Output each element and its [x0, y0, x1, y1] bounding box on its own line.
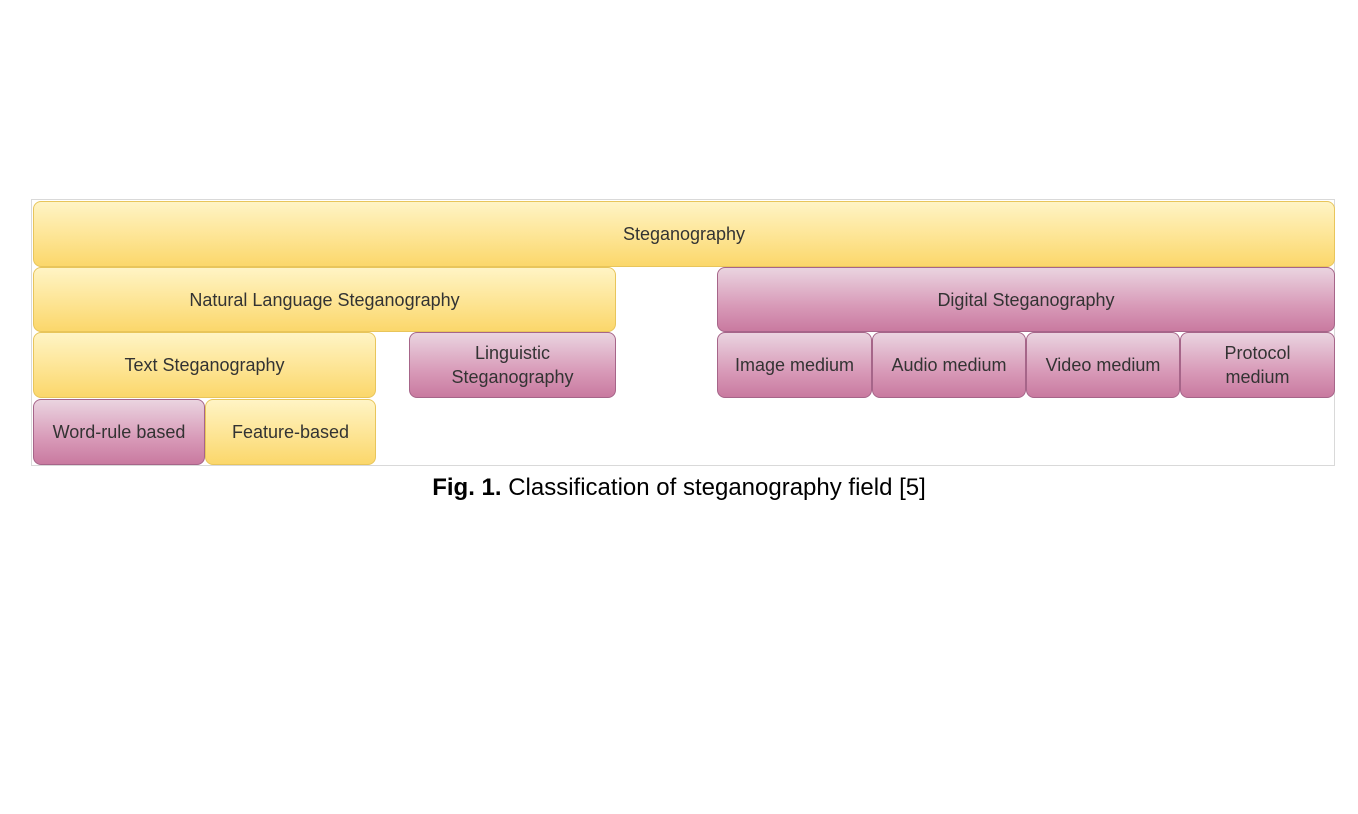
image-medium-box: Image medium — [717, 332, 872, 398]
feature-based-box: Feature-based — [205, 399, 376, 465]
audio-medium-box: Audio medium — [872, 332, 1026, 398]
word-rule-based-box: Word-rule based — [33, 399, 205, 465]
natural-language-steganography-box: Natural Language Steganography — [33, 267, 616, 332]
protocol-medium-box: Protocol medium — [1180, 332, 1335, 398]
digital-steganography-box: Digital Steganography — [717, 267, 1335, 332]
text-steganography-box: Text Steganography — [33, 332, 376, 398]
figure-caption: Fig. 1. Classification of steganography … — [0, 472, 1358, 504]
figure-number: Fig. 1. — [432, 474, 502, 501]
steganography-box: Steganography — [33, 201, 1335, 267]
video-medium-box: Video medium — [1026, 332, 1180, 398]
diagram-frame: Steganography Natural Language Steganogr… — [31, 199, 1335, 466]
linguistic-steganography-box: Linguistic Steganography — [409, 332, 616, 398]
figure-caption-text: Classification of steganography field [5… — [501, 474, 926, 501]
